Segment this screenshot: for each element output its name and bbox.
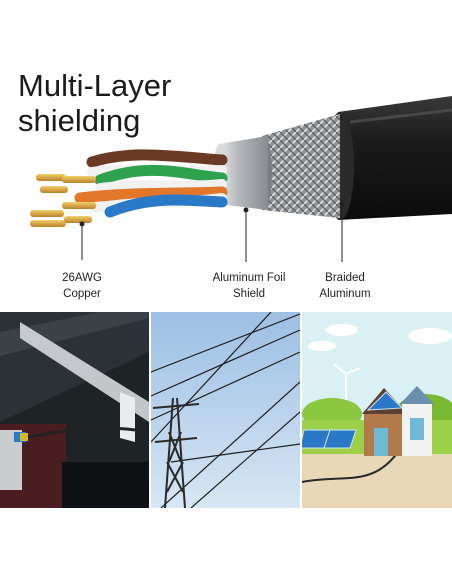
callout-braid: Braided Aluminum <box>290 270 400 302</box>
callout-foil-line-1: Aluminum Foil <box>212 272 286 284</box>
copper-conductors <box>30 174 96 227</box>
braided-aluminum-layer <box>256 114 340 218</box>
callout-leaders <box>79 201 345 262</box>
application-photo-laptop <box>0 312 149 508</box>
callout-foil: Aluminum Foil Shield <box>194 270 304 302</box>
application-photo-solar-house <box>302 312 452 508</box>
power-line-tower-icon <box>151 312 300 508</box>
cable-illustration <box>30 96 452 262</box>
callout-copper-line-1: 26AWG <box>62 272 102 284</box>
callout-copper: 26AWG Copper <box>27 270 137 302</box>
callout-braid-line-2: Aluminum <box>319 288 371 300</box>
cable-jacket <box>326 96 452 220</box>
solar-house-scene-icon <box>302 312 452 508</box>
application-photo-power-lines <box>151 312 300 508</box>
callout-foil-line-2: Shield <box>233 288 265 300</box>
laptop-cable-scene-icon <box>0 312 149 508</box>
headline-line-1: Multi-Layer <box>18 68 172 103</box>
headline-line-2: shielding <box>18 103 141 138</box>
headline: Multi-Layer shielding <box>18 68 171 138</box>
callout-braid-line-1: Braided <box>325 272 365 284</box>
callout-copper-line-2: Copper <box>63 288 101 300</box>
twisted-pairs <box>74 149 228 218</box>
